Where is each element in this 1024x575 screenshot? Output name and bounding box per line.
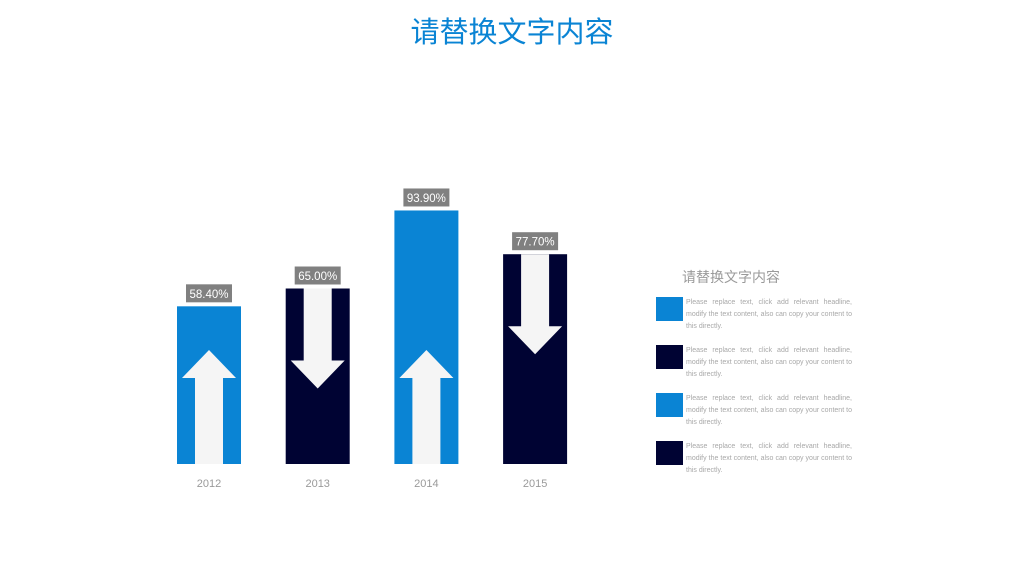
arrow-icon <box>508 254 563 355</box>
value-label: 93.90% <box>407 193 446 205</box>
legend-swatch <box>656 297 683 321</box>
legend-item: Please replace text, click add relevant … <box>656 297 856 337</box>
legend-text: Please replace text, click add relevant … <box>686 395 852 426</box>
panel-title: 请替换文字内容 <box>682 270 780 286</box>
value-label-bg <box>186 284 232 303</box>
bar-chart: 58.40% 2012 65.00% 2013 93.90% 2014 77.70% 2015 <box>177 188 568 490</box>
value-label: 77.70% <box>516 237 555 249</box>
arrow-icon <box>399 350 454 464</box>
category-label: 2013 <box>305 478 329 490</box>
legend-item: Please replace text, click add relevant … <box>656 345 856 385</box>
legend-swatch <box>656 345 683 369</box>
value-label-bg <box>403 188 450 207</box>
legend-swatch <box>656 441 683 465</box>
category-label: 2015 <box>523 478 547 490</box>
value-label: 58.40% <box>189 289 228 301</box>
legend-item: Please replace text, click add relevant … <box>656 441 856 481</box>
legend-text: Please replace text, click add relevant … <box>686 443 852 474</box>
category-label: 2012 <box>197 478 221 490</box>
arrow-icon <box>290 288 345 389</box>
arrow-icon <box>182 350 236 464</box>
legend-text: Please replace text, click add relevant … <box>686 347 852 378</box>
legend-swatch <box>656 393 683 417</box>
value-label-bg <box>512 232 559 251</box>
page-title: 请替换文字内容 <box>410 15 614 49</box>
value-label: 65.00% <box>298 271 337 283</box>
legend-item: Please replace text, click add relevant … <box>656 393 856 433</box>
value-label-bg <box>294 266 341 285</box>
legend-text: Please replace text, click add relevant … <box>686 299 852 330</box>
category-label: 2014 <box>414 478 438 490</box>
